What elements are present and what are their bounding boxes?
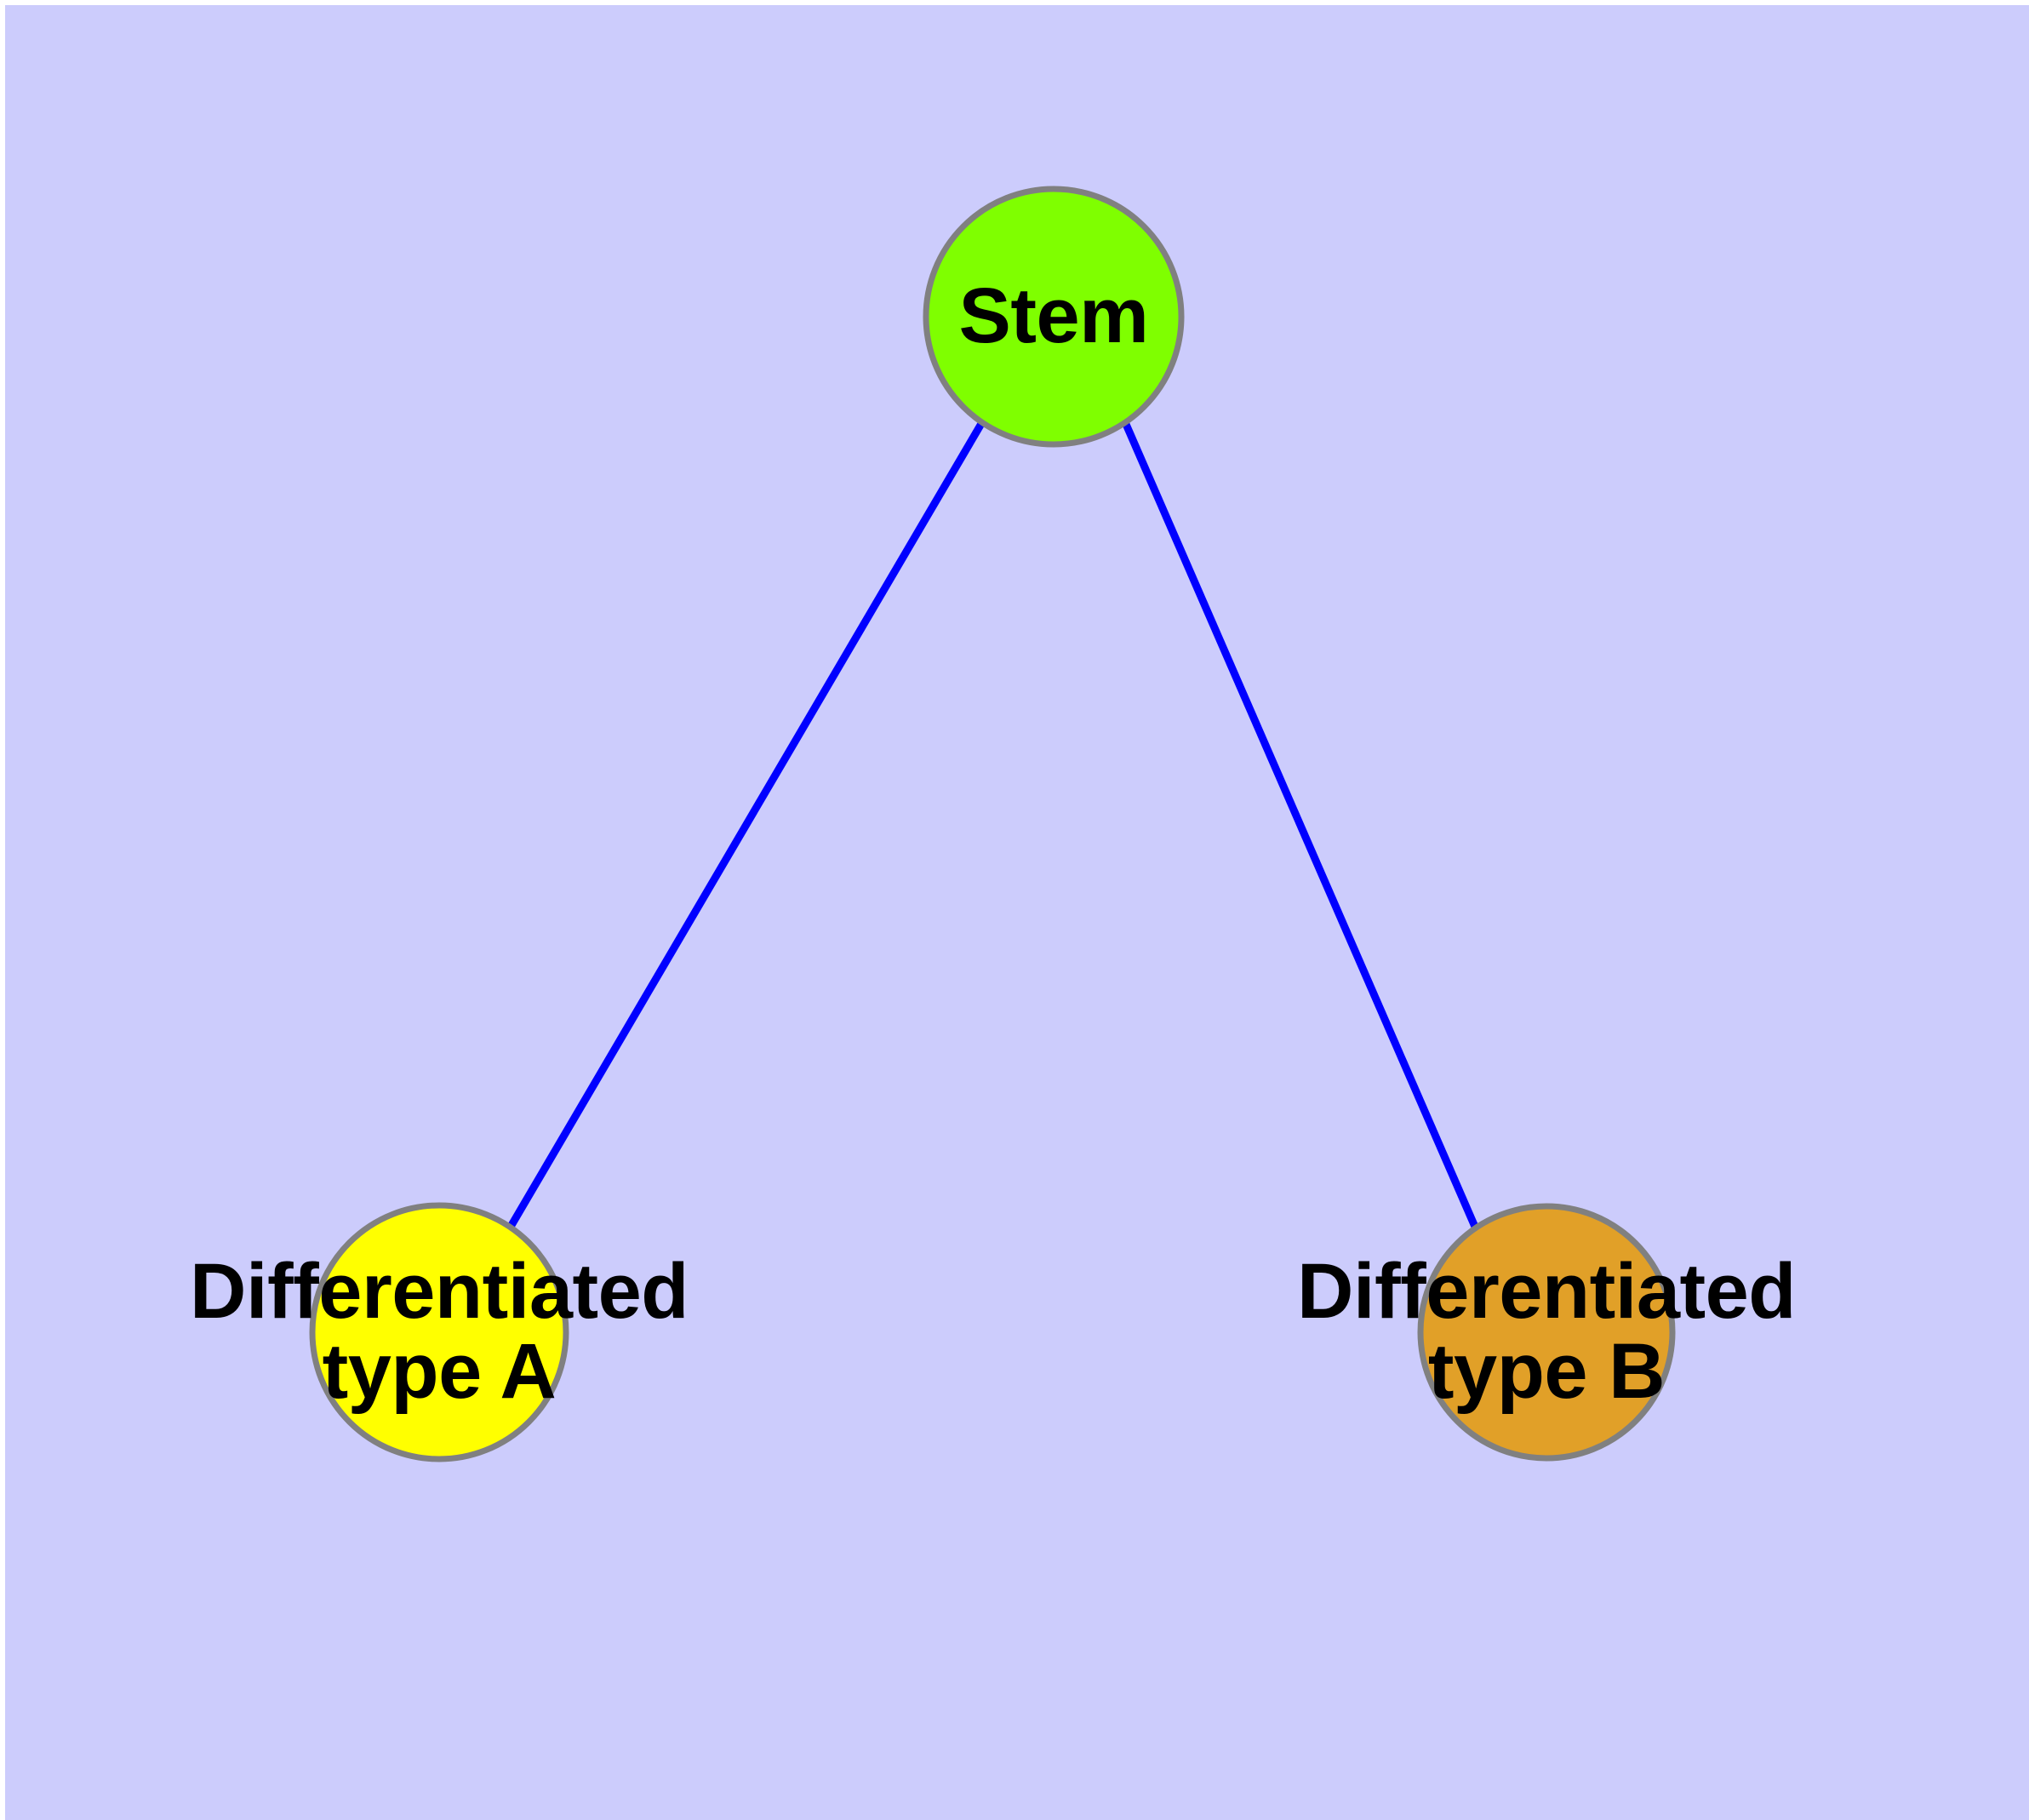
node-layer <box>309 186 1676 1462</box>
graph-edge-stem-to-diff-b <box>1121 421 1479 1228</box>
edge-layer <box>507 420 1479 1229</box>
graph-edge-stem-to-diff-a <box>507 420 986 1229</box>
graph-node-diff_b[interactable] <box>1417 1203 1676 1462</box>
graph-node-diff_a[interactable] <box>309 1202 569 1462</box>
graph-node-stem[interactable] <box>923 186 1185 448</box>
